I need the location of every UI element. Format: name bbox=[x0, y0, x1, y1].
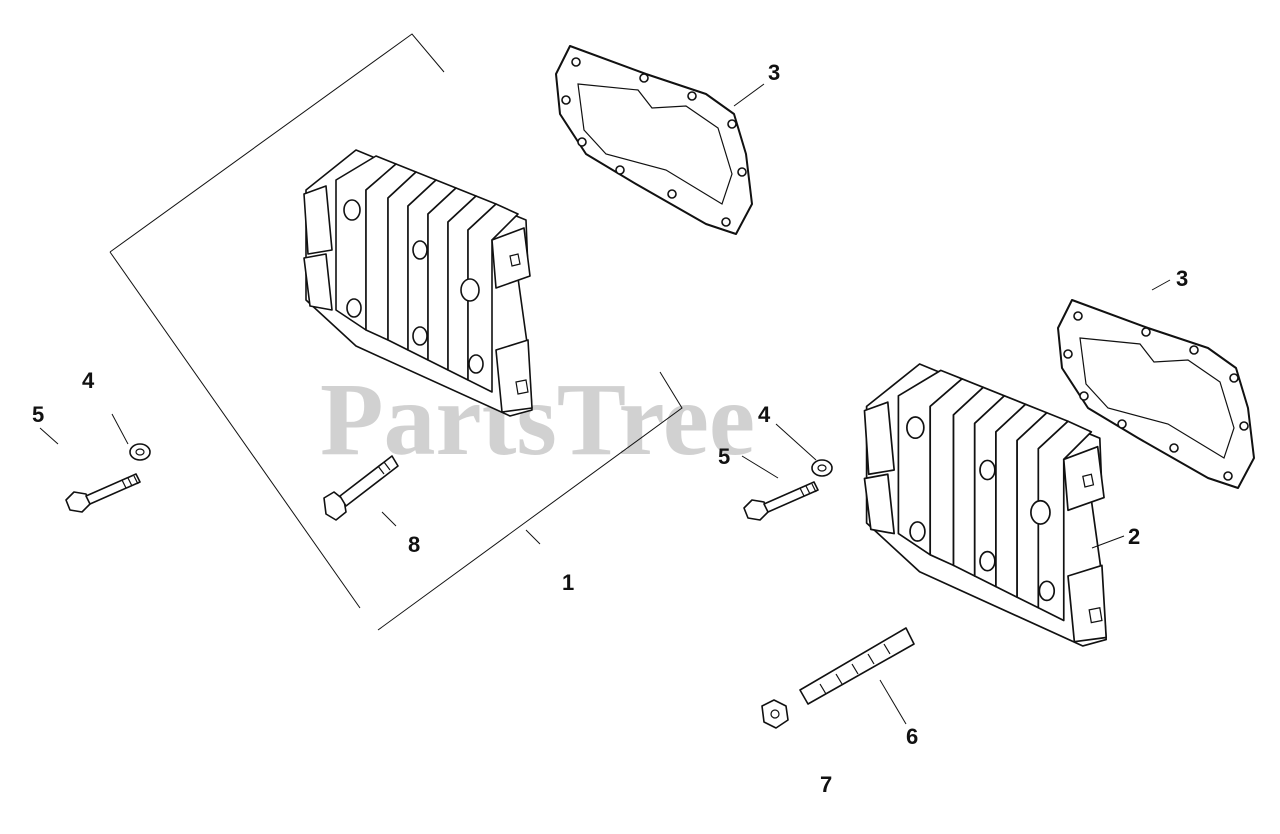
stud-8 bbox=[323, 455, 399, 521]
callout-8: 8 bbox=[408, 532, 420, 557]
stud-6 bbox=[799, 627, 915, 705]
callout-6: 6 bbox=[906, 724, 918, 749]
callout-5-right: 5 bbox=[718, 444, 730, 469]
callout-4-left: 4 bbox=[82, 368, 95, 393]
watermark: PartsTree bbox=[320, 362, 755, 477]
callout-4-right: 4 bbox=[758, 402, 771, 427]
callout-7: 7 bbox=[820, 772, 832, 797]
leader-lines bbox=[39, 83, 1171, 725]
washer-left bbox=[129, 443, 151, 461]
bolt-right bbox=[743, 481, 819, 521]
callout-3-right: 3 bbox=[1176, 266, 1188, 291]
washer-right bbox=[811, 459, 833, 477]
bolt-left bbox=[65, 473, 141, 513]
assembly-bracket bbox=[109, 33, 683, 631]
cylinder-head-right bbox=[863, 363, 1108, 647]
callout-5-left: 5 bbox=[32, 402, 44, 427]
callout-3-top: 3 bbox=[768, 60, 780, 85]
nut-7 bbox=[761, 699, 789, 729]
callout-1: 1 bbox=[562, 570, 574, 595]
head-gasket-top bbox=[555, 45, 753, 235]
callout-2: 2 bbox=[1128, 524, 1140, 549]
